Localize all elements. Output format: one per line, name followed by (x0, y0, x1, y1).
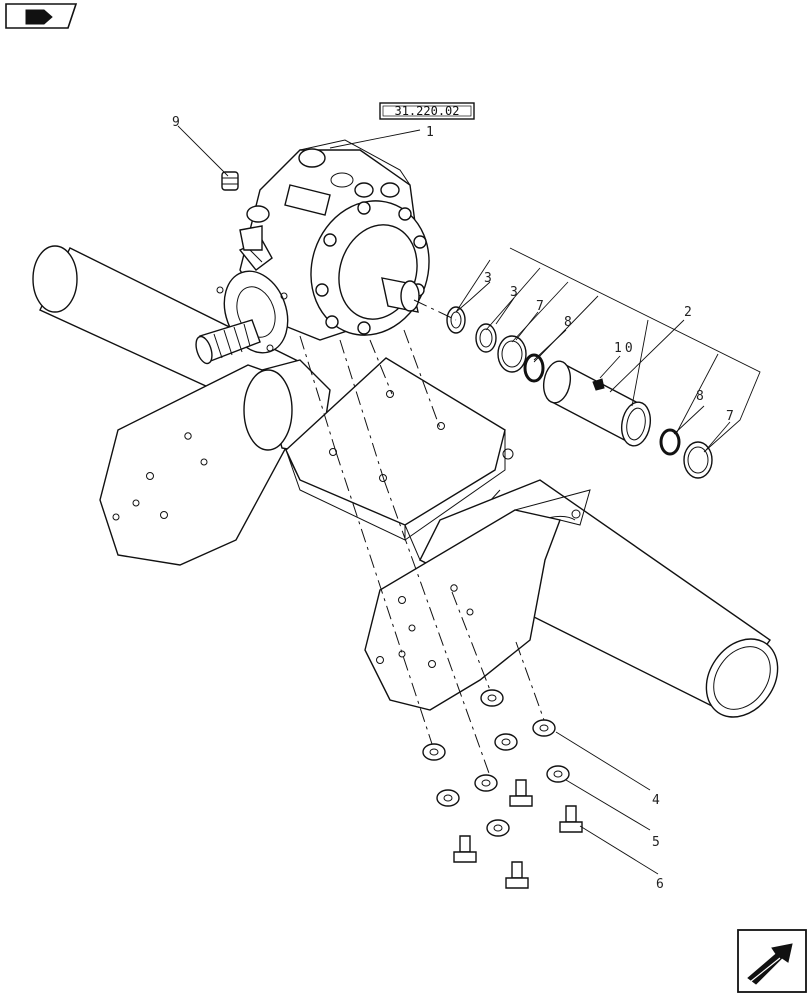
book-icon[interactable] (5, 3, 78, 29)
callout-3a: 3 (484, 271, 492, 286)
gearbox-assembly (195, 139, 430, 365)
callout-7a: 7 (536, 299, 544, 314)
callout-4: 4 (652, 793, 660, 808)
callouts: 1 2 3 3 4 5 6 7 7 8 8 9 10 (172, 115, 734, 892)
center-bracket (243, 357, 514, 561)
leader-lines (177, 125, 761, 875)
callout-8b: 8 (696, 389, 704, 404)
grease-fitting (221, 171, 239, 191)
reference-code: 31.220.02 (394, 104, 459, 118)
callout-2: 2 (684, 305, 692, 320)
reference-box[interactable]: 31.220.02 (379, 102, 475, 120)
next-page-arrow-icon[interactable] (737, 929, 807, 993)
ring-stack (446, 306, 713, 479)
callout-10: 10 (614, 341, 636, 356)
bolt-set (422, 689, 583, 889)
alignment-lines (299, 299, 545, 777)
callout-3b: 3 (510, 285, 518, 300)
callout-1: 1 (426, 125, 434, 140)
callout-7b: 7 (726, 409, 734, 424)
callout-5: 5 (652, 835, 660, 850)
callout-9: 9 (172, 115, 180, 130)
callout-8a: 8 (564, 315, 572, 330)
mounting-plate-right (364, 489, 591, 711)
callout-6: 6 (656, 877, 664, 892)
